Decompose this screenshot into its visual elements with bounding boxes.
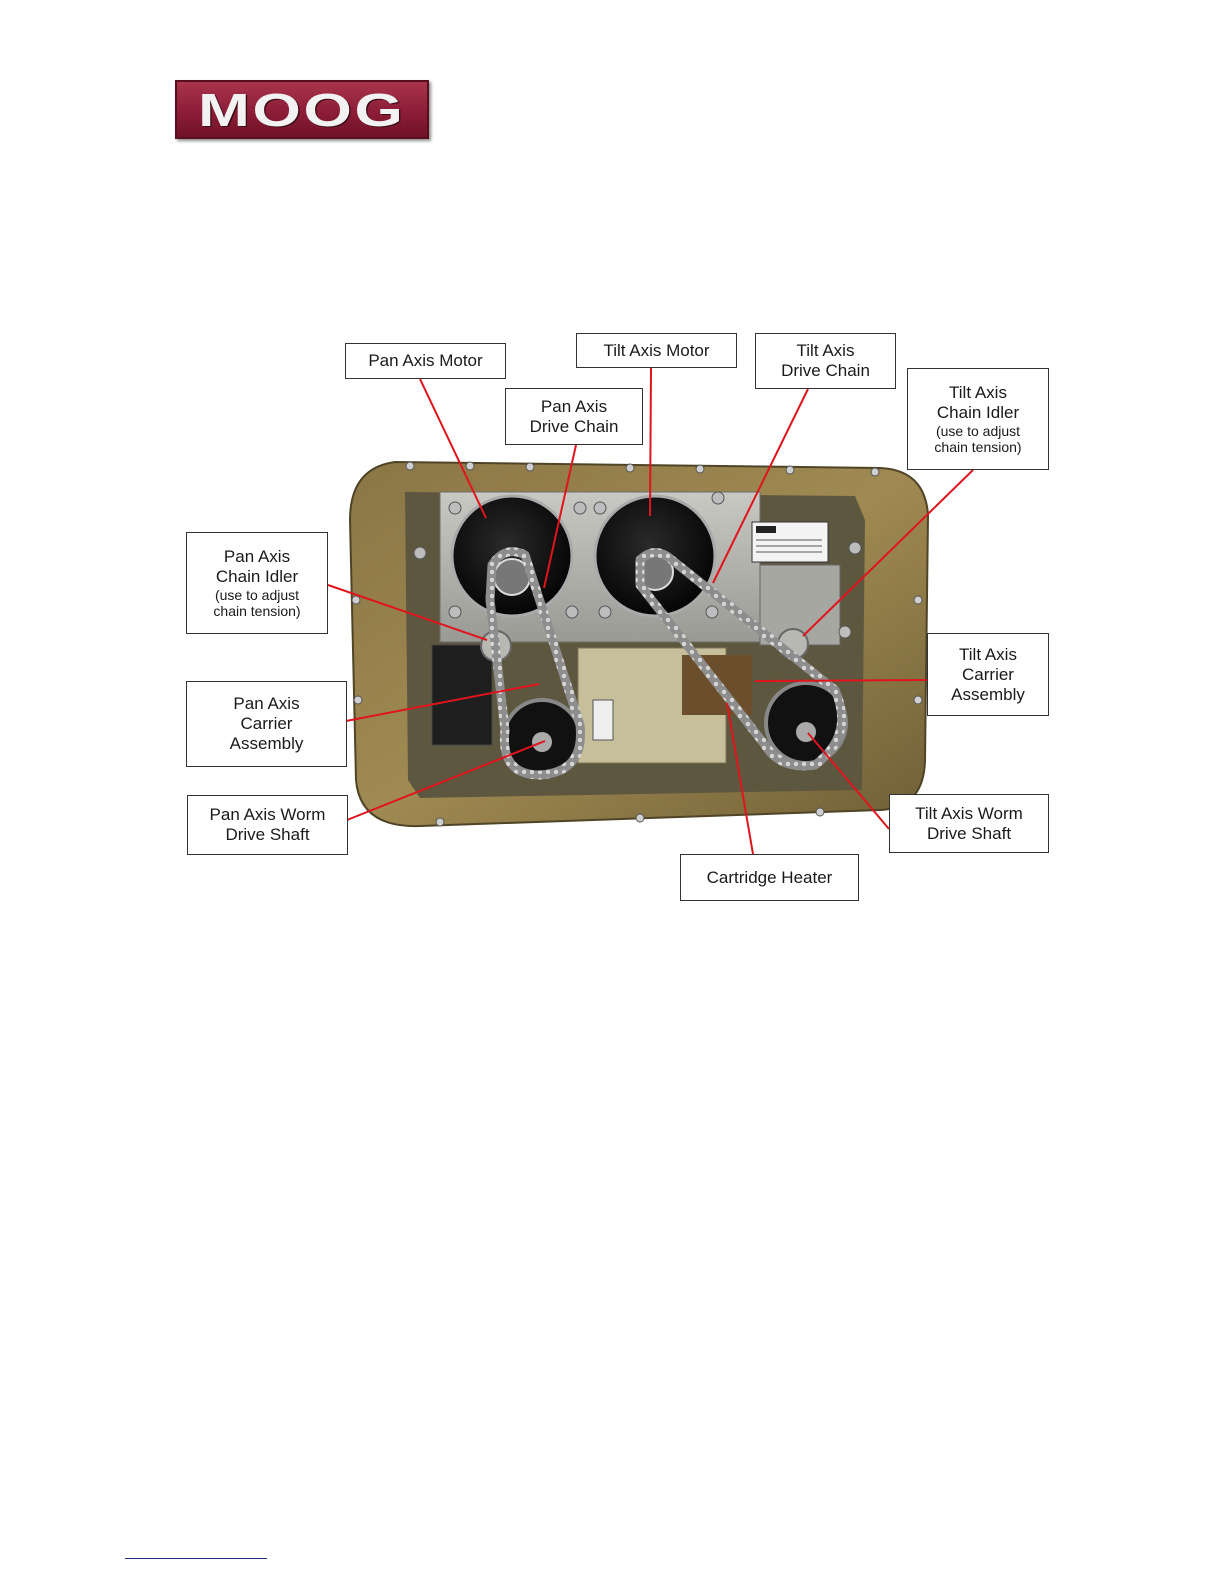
pan-drive-chain bbox=[485, 547, 585, 780]
leader-pan-axis-chain-idler bbox=[327, 584, 488, 641]
leader-tilt-axis-chain-idler bbox=[802, 469, 974, 637]
footer-rule bbox=[125, 1558, 267, 1559]
label-pan-axis-chain-idler: Pan Axis Chain Idler (use to adjust chai… bbox=[186, 532, 328, 634]
logo-text: MOOG bbox=[198, 83, 406, 136]
label-tilt-axis-motor: Tilt Axis Motor bbox=[576, 333, 737, 368]
label-pan-axis-carrier-assembly: Pan Axis Carrier Assembly bbox=[186, 681, 347, 767]
label-tilt-axis-chain-idler: Tilt Axis Chain Idler (use to adjust cha… bbox=[907, 368, 1049, 470]
leader-tilt-axis-worm bbox=[807, 732, 890, 830]
moog-logo: MOOG bbox=[175, 80, 429, 139]
label-tilt-axis-carrier-assembly: Tilt Axis Carrier Assembly bbox=[927, 633, 1049, 716]
label-cartridge-heater: Cartridge Heater bbox=[680, 854, 859, 901]
label-tilt-axis-worm-drive-shaft: Tilt Axis Worm Drive Shaft bbox=[889, 794, 1049, 853]
leader-pan-axis-drive-chain bbox=[543, 444, 577, 589]
label-pan-axis-drive-chain: Pan Axis Drive Chain bbox=[505, 388, 643, 445]
tilt-drive-chain bbox=[635, 548, 847, 771]
label-pan-axis-worm-drive-shaft: Pan Axis Worm Drive Shaft bbox=[187, 795, 348, 855]
leader-tilt-axis-drive-chain bbox=[712, 388, 809, 584]
leader-cartridge-heater bbox=[726, 702, 754, 855]
leader-pan-axis-motor bbox=[419, 378, 487, 519]
leader-pan-axis-worm bbox=[346, 740, 546, 821]
label-pan-axis-motor: Pan Axis Motor bbox=[345, 343, 506, 379]
leader-pan-axis-carrier bbox=[345, 683, 540, 722]
leader-tilt-axis-motor bbox=[649, 367, 652, 517]
leader-tilt-axis-carrier bbox=[754, 679, 928, 682]
label-tilt-axis-drive-chain: Tilt Axis Drive Chain bbox=[755, 333, 896, 389]
